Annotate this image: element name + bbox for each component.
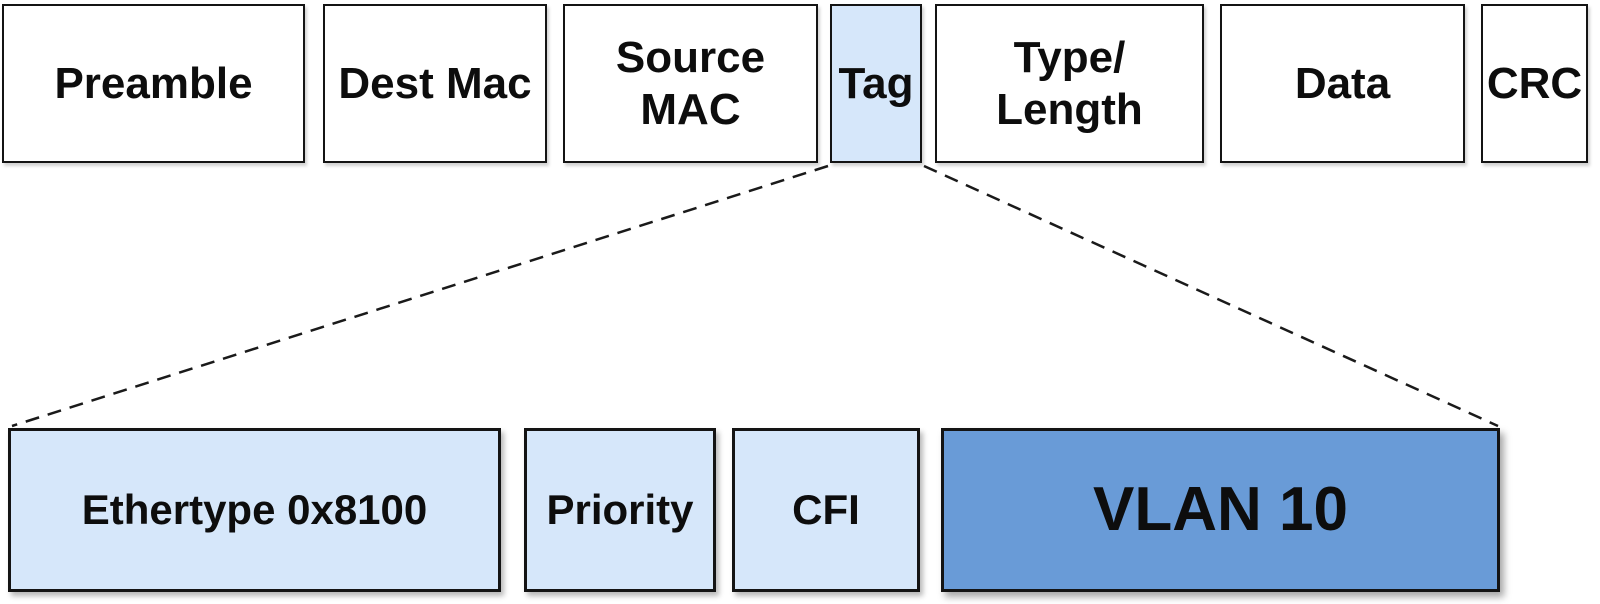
frame-box-label: Type/ xyxy=(1013,32,1126,82)
tag-expansion-line-left xyxy=(11,164,829,428)
tag-detail-box-priority: Priority xyxy=(524,428,716,592)
frame-box-type-length: Type/ Length xyxy=(935,4,1204,163)
frame-box-label: Dest Mac xyxy=(338,58,532,108)
tag-detail-label: Priority xyxy=(546,486,694,534)
tag-detail-box-ethertype: Ethertype 0x8100 xyxy=(8,428,501,592)
frame-box-tag-highlighted: Tag xyxy=(830,4,922,163)
frame-box-label-line2: Length xyxy=(996,84,1143,134)
tag-detail-box-vlan-10: VLAN 10 xyxy=(941,428,1500,592)
tag-detail-box-cfi: CFI xyxy=(732,428,920,592)
frame-box-label: Preamble xyxy=(54,58,253,108)
tag-detail-label: CFI xyxy=(792,486,860,534)
tag-detail-label: Ethertype 0x8100 xyxy=(81,486,428,534)
frame-box-label: Tag xyxy=(838,58,914,108)
frame-box-source-mac: Source MAC xyxy=(563,4,818,163)
frame-box-label-line2: MAC xyxy=(640,84,741,134)
frame-box-crc: CRC xyxy=(1481,4,1588,163)
frame-box-label: Source xyxy=(615,32,766,82)
frame-box-label: Data xyxy=(1294,58,1391,108)
frame-box-dest-mac: Dest Mac xyxy=(323,4,547,163)
frame-box-label: CRC xyxy=(1486,58,1583,108)
tag-detail-label: VLAN 10 xyxy=(1093,475,1348,545)
frame-box-preamble: Preamble xyxy=(2,4,305,163)
frame-box-data: Data xyxy=(1220,4,1465,163)
tag-expansion-line-right xyxy=(923,164,1499,428)
